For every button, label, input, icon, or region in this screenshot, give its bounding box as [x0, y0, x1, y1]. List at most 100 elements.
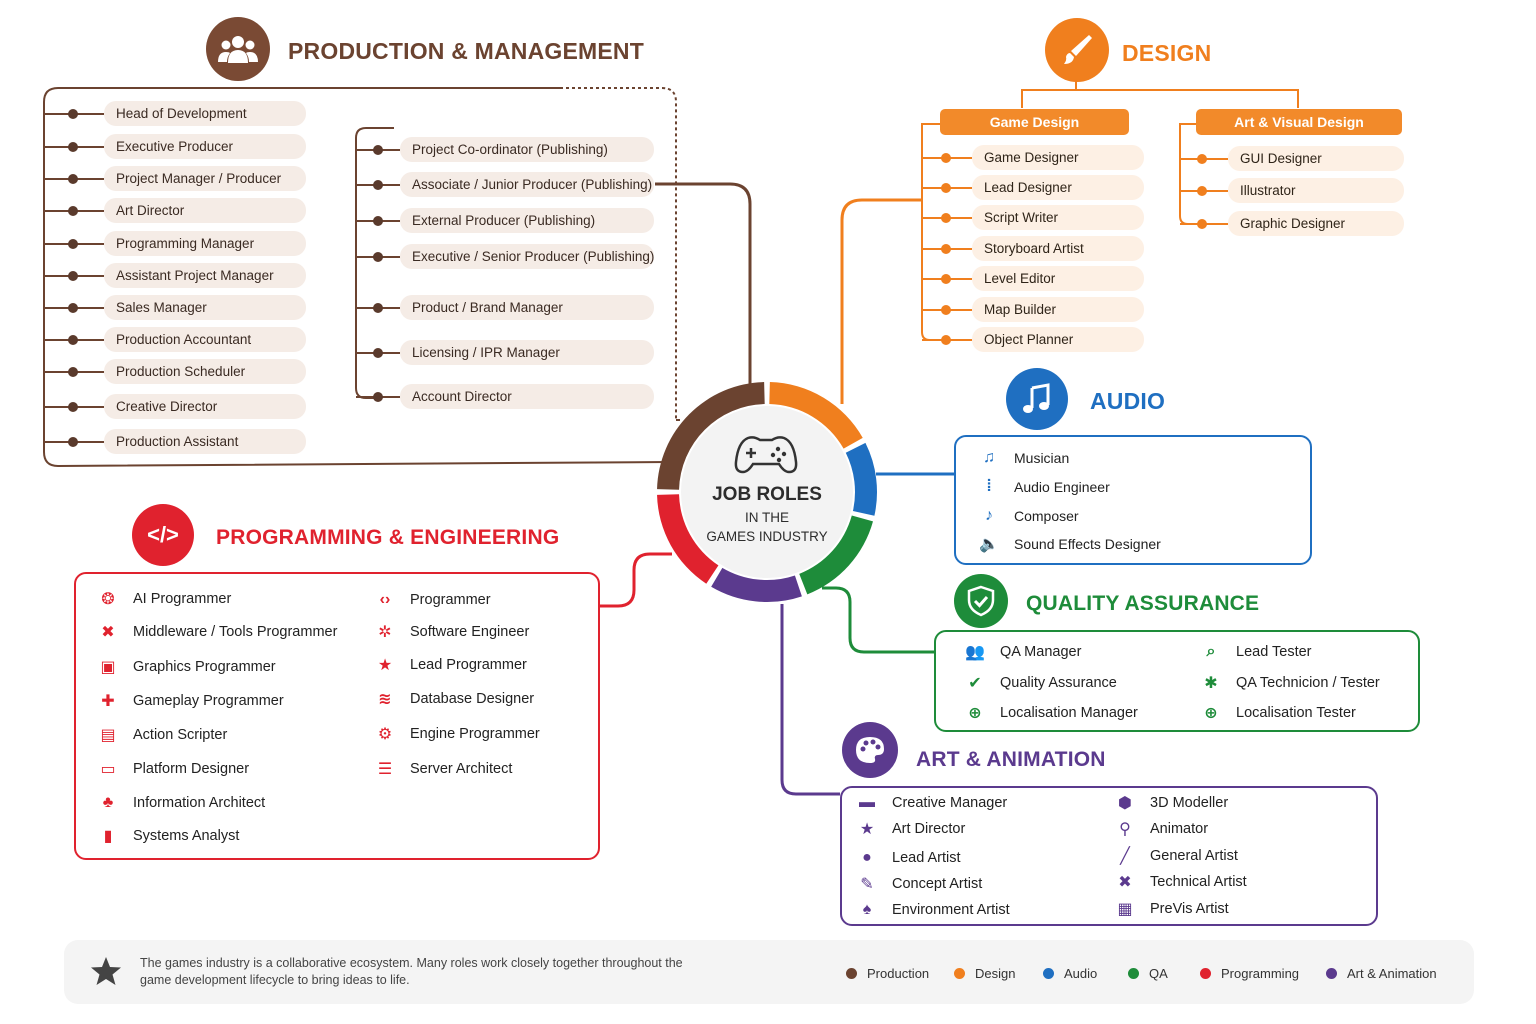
programming-title: PROGRAMMING & ENGINEERING: [216, 526, 560, 549]
production-role-pill: Production Assistant: [104, 429, 306, 454]
role-label: Engine Programmer: [410, 726, 540, 742]
role-label: QA Technicion / Tester: [1236, 675, 1380, 691]
production-team-icon: [206, 17, 270, 81]
bullet-dot: [373, 180, 383, 190]
runner-icon: ⚲: [1119, 821, 1131, 838]
team-icon: 👥: [965, 644, 985, 661]
role-label: Action Scripter: [133, 727, 228, 743]
bullet-dot: [373, 216, 383, 226]
role-item: ⬢3D Modeller: [1114, 792, 1228, 814]
production-role-pill: Product / Brand Manager: [400, 295, 654, 320]
production-role-pill: Executive Producer: [104, 134, 306, 159]
role-item: ▤Action Scripter: [97, 724, 227, 746]
bullet-dot: [941, 183, 951, 193]
art-visual-design-header: Art & Visual Design: [1196, 109, 1402, 135]
server-icon: ☰: [377, 761, 393, 778]
bullet-dot: [68, 239, 78, 249]
production-role-pill: Account Director: [400, 384, 654, 409]
role-label: Graphics Programmer: [133, 659, 276, 675]
star-icon: ★: [377, 657, 393, 674]
cube-icon: ⬢: [1118, 795, 1132, 812]
role-item: 🔈Sound Effects Designer: [978, 533, 1161, 555]
production-role-pill: Art Director: [104, 198, 306, 223]
audio-title: AUDIO: [1090, 388, 1166, 414]
legend-item: Production: [846, 966, 929, 981]
role-label: Animator: [1150, 821, 1209, 837]
production-role-pill: Production Accountant: [104, 327, 306, 352]
bullet-dot: [373, 145, 383, 155]
production-role-pill: Programming Manager: [104, 231, 306, 256]
paintbrush-icon: [1045, 18, 1109, 82]
legend-label: QA: [1149, 966, 1168, 981]
wheel-segment-qa: [799, 515, 873, 595]
role-item: ▭Platform Designer: [97, 758, 249, 780]
wheel-segment-audio: [845, 442, 877, 516]
game-design-role-pill: Map Builder: [972, 297, 1144, 322]
role-item: ≋Database Designer: [374, 688, 534, 710]
role-label: Programmer: [410, 592, 491, 608]
qa-box: [934, 630, 1420, 732]
role-item: ⚲ Animator: [1114, 818, 1208, 840]
role-label: Localisation Tester: [1236, 705, 1356, 721]
brain-icon: ❂: [101, 591, 115, 608]
role-item: ♪Composer: [978, 505, 1079, 527]
magnifier-icon: ⌕: [1206, 643, 1216, 660]
role-item: ✱ QA Technicion / Tester: [1200, 672, 1380, 694]
legend-item: Programming: [1200, 966, 1299, 981]
code-brackets-icon: </>: [132, 504, 194, 566]
role-label: Lead Tester: [1236, 644, 1312, 660]
art-box: [840, 786, 1378, 926]
art-visual-role-pill: GUI Designer: [1228, 146, 1404, 171]
bullet-dot: [1197, 219, 1207, 229]
role-item: 👥QA Manager: [964, 641, 1081, 663]
role-item: ✚Gameplay Programmer: [97, 690, 283, 712]
qa-title: QUALITY ASSURANCE: [1026, 592, 1260, 615]
bullet-dot: [941, 335, 951, 345]
production-role-pill: Associate / Junior Producer (Publishing): [400, 172, 654, 197]
wheel-segment-programming: [657, 494, 719, 584]
bullet-dot: [68, 271, 78, 281]
bullet-dot: [373, 392, 383, 402]
role-label: Information Architect: [133, 795, 266, 811]
bug-icon: ✱: [1204, 675, 1218, 692]
legend-dot: [1200, 968, 1211, 979]
bullet-dot: [941, 274, 951, 284]
role-label: Lead Artist: [892, 850, 961, 866]
role-item: ✔Quality Assurance: [964, 672, 1117, 694]
legend-item: Audio: [1043, 966, 1097, 981]
legend-bar: [64, 940, 1474, 1004]
role-item: ●Lead Artist: [856, 847, 961, 869]
bullet-dot: [941, 213, 951, 223]
wheel-segment-art: [711, 567, 802, 602]
globe-icon: ⊕: [1204, 705, 1218, 722]
legend-dot: [1326, 968, 1337, 979]
bullet-dot: [68, 402, 78, 412]
role-label: Environment Artist: [892, 902, 1010, 918]
tree-icon: ♠: [862, 901, 872, 918]
legend-note: The games industry is a collaborative ec…: [140, 956, 683, 987]
bullet-dot: [373, 252, 383, 262]
cog-icon: ✲: [378, 624, 392, 641]
role-label: Musician: [1014, 450, 1070, 466]
production-title: PRODUCTION & MANAGEMENT: [288, 38, 644, 64]
role-item: ♠ Environment Artist: [856, 899, 1010, 921]
role-label: PreVis Artist: [1150, 901, 1229, 917]
gamepad-icon: [734, 432, 798, 476]
role-item: ✎Concept Artist: [856, 873, 982, 895]
role-label: Composer: [1014, 508, 1079, 524]
code-icon: ‹›: [379, 591, 391, 608]
tools-icon: ✖: [1118, 874, 1132, 891]
database-icon: ≋: [378, 691, 392, 708]
bullet-dot: [941, 153, 951, 163]
design-title: DESIGN: [1122, 40, 1212, 66]
role-item: ⊕ Localisation Tester: [1200, 702, 1356, 724]
role-label: Platform Designer: [133, 761, 250, 777]
production-role-pill: Head of Development: [104, 101, 306, 126]
role-item: ▦PreVis Artist: [1114, 898, 1229, 920]
center-line-2: IN THE: [744, 510, 789, 525]
legend-dot: [1128, 968, 1139, 979]
legend-dot: [846, 968, 857, 979]
game-design-role-pill: Game Designer: [972, 145, 1144, 170]
qa-shield-icon: [954, 574, 1008, 628]
